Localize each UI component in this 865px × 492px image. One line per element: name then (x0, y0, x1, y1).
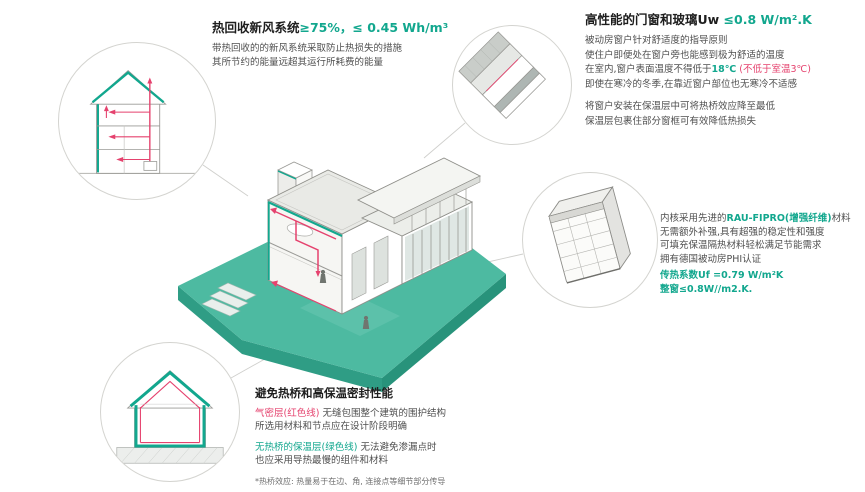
windows-title: 高性能的门窗和玻璃Uw ≤0.8 W/m².K (585, 12, 860, 28)
profile-chambers (552, 207, 618, 279)
window-profile-drawing (547, 185, 631, 284)
house-roof (89, 70, 167, 105)
clerestory-glass (411, 187, 467, 231)
insulation-edge-roof (267, 201, 343, 237)
floor-slab-line (267, 241, 343, 277)
thermal-line-airtight: 气密层(红色线) 无缝包围整个建筑的围护结构 (255, 407, 585, 420)
airtight-text: 无缝包围整个建筑的围护结构 (319, 408, 446, 419)
garden-stairs (201, 282, 257, 317)
hrv-unit (143, 161, 158, 171)
glass-door (373, 235, 389, 290)
leader-line-window-detail (423, 122, 466, 159)
windows-line: 被动房窗户针对舒适度的指导原则 (585, 35, 728, 46)
profile-line: 无需额外补强,具有超强的稳定性和强度 (660, 226, 825, 238)
roof-insulation-line (91, 71, 165, 104)
house-roof (126, 370, 214, 409)
callout-window-install-detail (452, 25, 572, 145)
windows-line: 将窗户安装在保温层中可将热桥效应降至最低 (585, 101, 776, 112)
airflow-arrows (270, 207, 321, 287)
insulation-green-line (129, 370, 211, 408)
heat-recovery-line: 其所节约的能量远超其运行所耗费的能量 (212, 56, 384, 68)
windows-line-temperature: 在室内,窗户表面温度不得低于18℃ (不低于室温3℃) (585, 63, 860, 78)
insulation-label: 无热桥的保温层(绿色线) (255, 442, 358, 453)
airflow-arrowheads (103, 77, 153, 162)
uf-value: 传热系数Uf =0.79 W/m²K (660, 270, 784, 281)
profile-gasket (548, 201, 605, 224)
windows-text-block: 高性能的门窗和玻璃Uw ≤0.8 W/m².K 被动房窗户针对舒适度的指导原则 … (585, 12, 860, 129)
airtight-seal-line (486, 59, 519, 92)
window-mullions (412, 208, 467, 278)
heat-recovery-title-value: ≥75%，≤ 0.45 Wh/m³ (299, 20, 449, 35)
window-install-drawing (458, 31, 546, 119)
profile-line: 可填充保温隔热材料轻松满足节能需求 (660, 240, 822, 251)
person-figure (319, 269, 370, 329)
ground-side-left (178, 286, 382, 392)
windows-title-label: 高性能的门窗和玻璃Uw (585, 12, 720, 27)
heat-recovery-line: 带热回收的的新风系统采取防止热损失的措施 (212, 43, 403, 54)
material-post: 材料 (831, 213, 851, 224)
isometric-house-illustration (178, 157, 506, 392)
profile-line-material: 内核采用先进的RAU-FIPRO(增强纤维)材料 (660, 212, 862, 226)
duct-branches (105, 108, 150, 161)
windows-line: 即使在寒冷的冬季,在靠近窗户部位也无寒冷不适感 (585, 78, 798, 90)
temp-text: 在室内,窗户表面温度不得低于 (585, 64, 712, 75)
heat-recovery-section-drawing (76, 70, 198, 174)
airtight-red-line (139, 380, 201, 444)
thermal-line: 所选用材料和节点应在设计阶段明确 (255, 421, 408, 432)
windows-line: 保温层包裹住部分窗框可有效降低热损失 (585, 115, 757, 127)
foundation-hatching (120, 447, 218, 464)
windows-line: 使住户即便处在窗户旁也能感到极为舒适的温度 (585, 49, 785, 61)
temp-note: (不低于室温3℃) (736, 64, 811, 75)
bathtub (286, 223, 314, 237)
heat-recovery-title: 热回收新风系统≥75%，≤ 0.45 Wh/m³ (212, 20, 484, 36)
pvc-profile (547, 185, 631, 284)
temp-value: 18℃ (711, 64, 737, 75)
thermal-title: 避免热桥和高保温密封性能 (255, 386, 393, 400)
ground-side-right (382, 274, 506, 392)
callout-thermal-bridge (100, 342, 240, 482)
heat-recovery-text-block: 热回收新风系统≥75%，≤ 0.45 Wh/m³ 带热回收的的新风系统采取防止热… (212, 20, 484, 69)
floor-slab-underside (267, 245, 343, 281)
wall-hatching (464, 41, 501, 78)
insulation-text: 无法避免渗漏点时 (357, 442, 437, 453)
glass-door (351, 246, 367, 301)
elevated-roof-edge (393, 175, 481, 225)
heat-recovery-title-label: 热回收新风系统 (212, 20, 300, 35)
material-pre: 内核采用先进的 (660, 213, 727, 224)
house-walls (134, 403, 206, 448)
thermal-text-block: 避免热桥和高保温密封性能 气密层(红色线) 无缝包围整个建筑的围护结构 所选用材… (255, 386, 585, 488)
thermal-line: 也应采用导热最慢的组件和材料 (255, 455, 389, 466)
ventilation-ducts (273, 210, 337, 312)
uw-value: 整窗≤0.8W//m2.K. (660, 283, 753, 295)
insulation-edge-backwall (277, 170, 297, 180)
thermal-bridge-drawing (116, 370, 224, 464)
profile-line: 拥有德国被动房PHI认证 (660, 253, 762, 265)
leader-line-heat (202, 164, 249, 197)
callout-heat-recovery (58, 42, 216, 200)
callout-window-profile (522, 172, 658, 308)
window-section-layers (458, 31, 546, 119)
profile-text-block: 内核采用先进的RAU-FIPRO(增强纤维)材料 无需额外补强,具有超强的稳定性… (660, 212, 862, 296)
windows-title-value: ≤0.8 W/m².K (719, 12, 812, 27)
glass-strip (405, 206, 469, 281)
thermal-footnote: *热桥效应: 热量易于在边、角, 连接点等细节部分传导 (255, 477, 446, 486)
profile-seal (566, 267, 621, 284)
thermal-line-insulation: 无热桥的保温层(绿色线) 无法避免渗漏点时 (255, 441, 585, 454)
material-name: RAU-FIPRO(增强纤维) (726, 213, 832, 224)
airtight-label: 气密层(红色线) (255, 408, 320, 419)
